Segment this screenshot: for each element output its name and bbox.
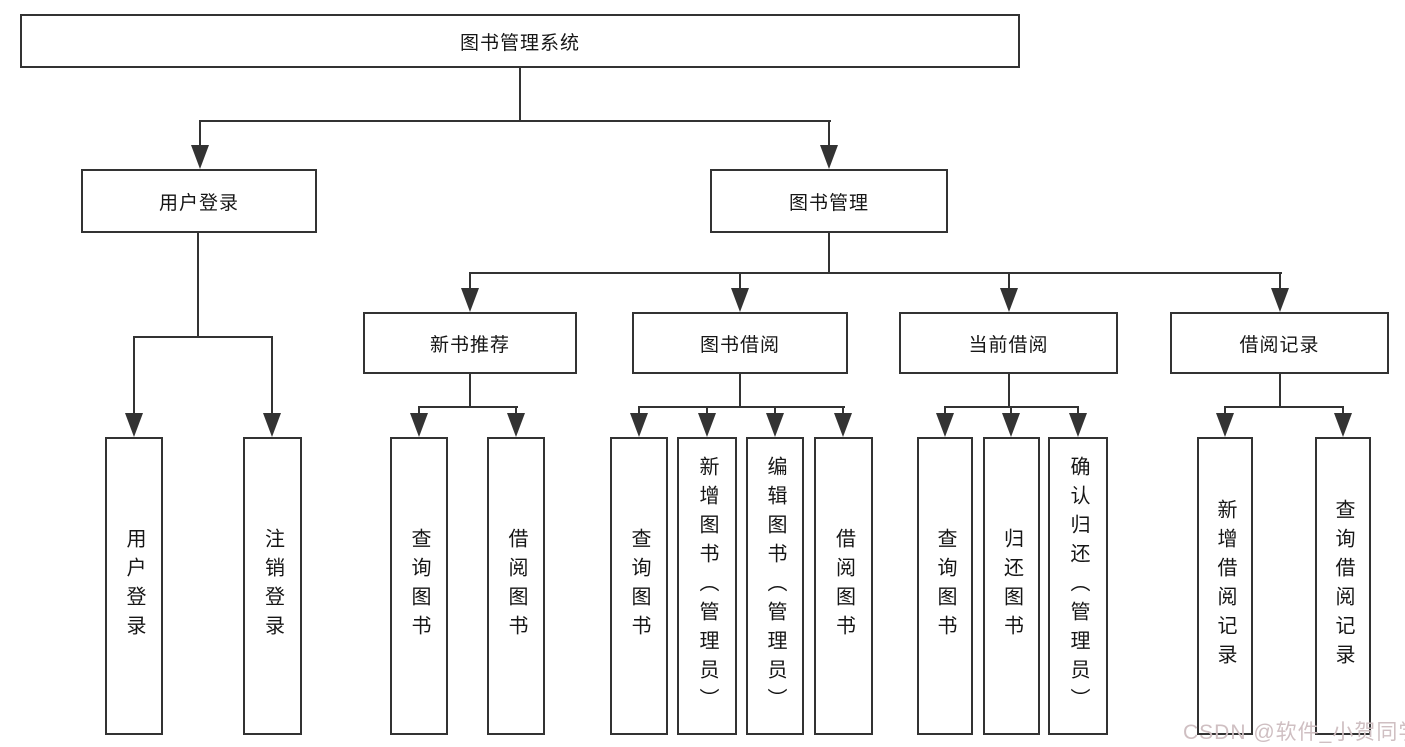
node-current-borrow-label: 当前借阅 <box>968 334 1049 356</box>
leaf-borrow-edit-book-admin: 编辑图书（管理员） <box>746 437 804 735</box>
arrowhead-borrow <box>731 288 749 312</box>
connector-current-stem <box>1008 272 1010 290</box>
node-user-login: 用户登录 <box>81 169 317 233</box>
node-borrow-records-label: 借阅记录 <box>1239 334 1320 356</box>
node-book-borrow-label: 图书借阅 <box>699 334 780 356</box>
connector-mgmt-vline <box>828 233 830 272</box>
node-root-label: 图书管理系统 <box>459 32 580 54</box>
arrowhead-borrow-leaf1 <box>630 413 648 437</box>
connector-newbook-leaf2-stem <box>515 406 517 416</box>
node-current-borrow: 当前借阅 <box>899 312 1118 374</box>
arrowhead-login-leaf2 <box>263 413 281 437</box>
arrowhead-current-leaf2 <box>1002 413 1020 437</box>
arrowhead-borrow-leaf3 <box>766 413 784 437</box>
connector-login-hline <box>133 336 273 338</box>
leaf-borrow-borrow-book: 借阅图书 <box>814 437 873 735</box>
connector-newbook-stem <box>469 272 471 290</box>
connector-borrow-hline <box>638 406 845 408</box>
connector-bookmgmt-stem <box>828 120 830 147</box>
leaf-records-query-label: 查询借阅记录 <box>1332 499 1354 673</box>
leaf-borrow-add-book-admin-label: 新增图书（管理员） <box>696 455 718 717</box>
leaf-user-login: 用户登录 <box>105 437 163 735</box>
connector-borrow-stem <box>739 272 741 290</box>
connector-current-vline <box>1008 374 1010 407</box>
leaf-current-return: 归还图书 <box>983 437 1040 735</box>
leaf-current-confirm-return-admin-label: 确认归还（管理员） <box>1067 455 1089 717</box>
arrowhead-current-leaf1 <box>936 413 954 437</box>
leaf-user-login-label: 用户登录 <box>123 528 145 644</box>
leaf-current-confirm-return-admin: 确认归还（管理员） <box>1048 437 1108 735</box>
node-book-borrow: 图书借阅 <box>632 312 848 374</box>
leaf-newbook-borrow: 借阅图书 <box>487 437 545 735</box>
arrowhead-borrow-leaf2 <box>698 413 716 437</box>
leaf-newbook-borrow-label: 借阅图书 <box>505 528 527 644</box>
leaf-records-query: 查询借阅记录 <box>1315 437 1371 735</box>
leaf-borrow-borrow-book-label: 借阅图书 <box>832 528 855 644</box>
leaf-logout: 注销登录 <box>243 437 302 735</box>
arrowhead-userlogin <box>191 145 209 169</box>
connector-records-leaf2-stem <box>1342 406 1344 416</box>
leaf-borrow-edit-book-admin-label: 编辑图书（管理员） <box>764 455 786 717</box>
leaf-current-query-label: 查询图书 <box>934 528 956 644</box>
connector-newbook-vline <box>469 374 471 407</box>
node-borrow-records: 借阅记录 <box>1170 312 1389 374</box>
node-user-login-label: 用户登录 <box>158 192 239 214</box>
connector-records-hline <box>1224 406 1344 408</box>
csdn-watermark: CSDN @软件_小贺同学 <box>1183 721 1405 744</box>
leaf-current-return-label: 归还图书 <box>1000 528 1023 644</box>
node-book-management-label: 图书管理 <box>788 192 869 214</box>
connector-current-leaf1-stem <box>944 406 946 416</box>
connector-userlogin-stem <box>199 120 201 147</box>
connector-mgmt-hline <box>469 272 1282 274</box>
connector-borrow-leaf4-stem <box>842 406 844 416</box>
connector-borrow-leaf1-stem <box>638 406 640 416</box>
arrowhead-records <box>1271 288 1289 312</box>
node-new-book-recommend-label: 新书推荐 <box>429 334 510 356</box>
leaf-newbook-query: 查询图书 <box>390 437 448 735</box>
arrowhead-records-leaf1 <box>1216 413 1234 437</box>
connector-borrow-leaf2-stem <box>706 406 708 416</box>
leaf-current-query: 查询图书 <box>917 437 973 735</box>
connector-current-leaf2-stem <box>1010 406 1012 416</box>
node-book-management: 图书管理 <box>710 169 948 233</box>
leaf-records-add: 新增借阅记录 <box>1197 437 1253 735</box>
leaf-borrow-add-book-admin: 新增图书（管理员） <box>677 437 737 735</box>
connector-records-vline <box>1279 374 1281 407</box>
connector-newbook-hline <box>418 406 518 408</box>
connector-borrow-leaf3-stem <box>774 406 776 416</box>
arrowhead-borrow-leaf4 <box>834 413 852 437</box>
connector-root-vline <box>519 68 521 120</box>
arrowhead-login-leaf1 <box>125 413 143 437</box>
connector-records-stem <box>1279 272 1281 290</box>
arrowhead-newbook-leaf2 <box>507 413 525 437</box>
connector-login-leaf2-stem <box>271 336 273 414</box>
arrowhead-newbook-leaf1 <box>410 413 428 437</box>
leaf-borrow-query-label: 查询图书 <box>628 528 650 644</box>
connector-root-hline <box>199 120 831 122</box>
arrowhead-current <box>1000 288 1018 312</box>
arrowhead-records-leaf2 <box>1334 413 1352 437</box>
connector-login-leaf1-stem <box>133 336 135 414</box>
leaf-logout-label: 注销登录 <box>261 528 284 644</box>
connector-current-leaf3-stem <box>1077 406 1079 416</box>
arrowhead-current-leaf3 <box>1069 413 1087 437</box>
connector-newbook-leaf1-stem <box>418 406 420 416</box>
connector-records-leaf1-stem <box>1224 406 1226 416</box>
leaf-borrow-query: 查询图书 <box>610 437 668 735</box>
connector-borrow-vline <box>739 374 741 407</box>
connector-login-vline <box>197 233 199 336</box>
arrowhead-bookmgmt <box>820 145 838 169</box>
leaf-records-add-label: 新增借阅记录 <box>1214 499 1236 673</box>
node-root: 图书管理系统 <box>20 14 1020 68</box>
node-new-book-recommend: 新书推荐 <box>363 312 577 374</box>
arrowhead-newbook <box>461 288 479 312</box>
leaf-newbook-query-label: 查询图书 <box>408 528 430 644</box>
